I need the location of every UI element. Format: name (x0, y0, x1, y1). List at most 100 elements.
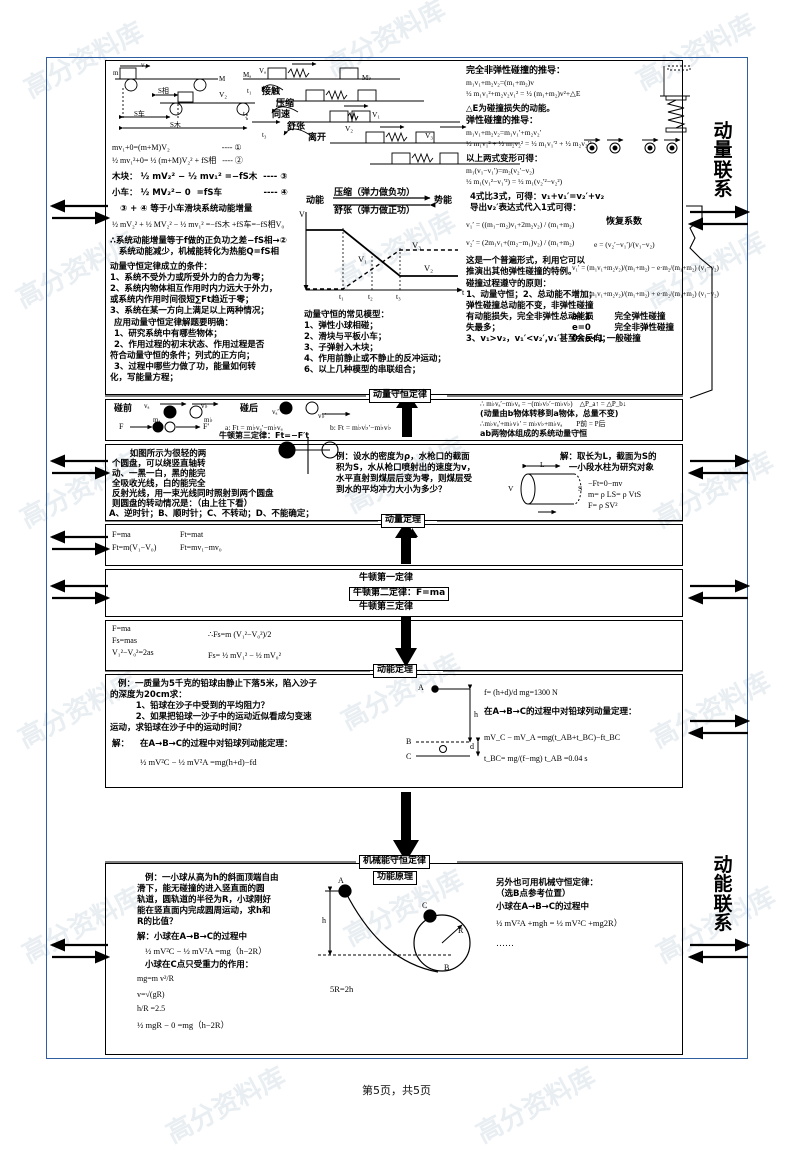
work-energy-derivation-1: ∴Fs=m (V₁²−V₀²)/2 (208, 630, 272, 639)
loop-question-line: 轨道，圆轨道的半径为R，小球刚好 (137, 895, 272, 905)
connector-label-impulse-theorem[interactable]: 动量定理 (381, 514, 426, 528)
principle-item: 有动能损失，完全非弹性总动能损 (466, 312, 594, 322)
loop-right-line: …… (496, 938, 514, 948)
apply-title: 应用动量守恒定律解题要明确： (114, 318, 234, 328)
restitution-case: 0<e<1 一般碰撞 (572, 334, 641, 344)
newton-first-law: 牛顿第一定律 (359, 573, 414, 583)
disk-question-line: 个圆盘，可以绕竖直轴转 (112, 459, 206, 469)
restitution-formula-2: v₂′ = (m₁v₁+m₂v₂)/(m₁+m₂) + e·m₂/(m₁+m₂)… (572, 290, 719, 298)
loop-label-B: B (444, 963, 450, 972)
section2-right-note: ∴m♭vₐ′+m♭v♭′ = m♭v♭+m♭vₐ P前 = P后 (480, 420, 606, 428)
impulse-equation: Ft=mat (180, 530, 204, 539)
water-example-line: 积为S，水从枪口喷射出的速度为v， (336, 463, 476, 473)
loop-relation: 5R=2h (330, 984, 354, 994)
loop-solution-line: mg=m v²/R (137, 974, 174, 983)
label-va: vₐ (144, 402, 150, 410)
water-example-line: 例：设水的密度为ρ，水枪口的截面 (336, 452, 470, 462)
lead-ball-right-line: t_BC= mg/(f−mg) t_AB =0.04 s (484, 754, 588, 763)
diagram-label-compress: 压缩 (276, 99, 295, 109)
connector-label-work-energy-principle[interactable]: 功能原理 (373, 871, 418, 885)
loop-right-line: （选B点参考位置） (496, 889, 571, 899)
label-vb-prime: v♭′ (318, 412, 327, 420)
impulse-equation: F=ma (112, 530, 131, 539)
principle-item: 失最多； (466, 323, 501, 333)
model-item: 6、以上几种模型的串联组合； (304, 365, 421, 375)
lead-ball-label-h: h (474, 710, 478, 719)
connector-label-momentum-conservation[interactable]: 动量守恒定律 (369, 389, 432, 403)
loop-question-line: 能在竖直面内完成圆周运动，求h和 (137, 906, 271, 916)
restitution-definition: e = (v₂′−v₁′)/(v₁−v₂) (594, 240, 655, 249)
model-item: 1、弹性小球相碰； (304, 321, 378, 331)
derivation-title-inelastic: 完全非弹性碰撞的推导： (466, 66, 566, 76)
loop-question-line: 例：一小球从高为h的斜面顶端自由 (145, 873, 279, 883)
model-item: 3、子弹射入木块； (304, 343, 378, 353)
diagram-label-V1: V₁ (372, 110, 381, 119)
label-F: F (119, 422, 124, 431)
diagram-label-expand: 舒张 (287, 122, 306, 132)
side-label-restitution: 恢复系数 (606, 217, 643, 227)
loop-solution-line: v=√(gR) (137, 990, 165, 999)
loop-label-C: C (422, 901, 428, 910)
lead-ball-label-C: C (406, 752, 412, 761)
lead-ball-question-line: 1、铅球在沙子中受到的平均阻力？ (118, 701, 270, 711)
diagram-label-same-speed: 同速 (272, 110, 291, 120)
chart-tick-t3: t₃ (396, 292, 401, 301)
diagram-label-separate: 离开 (308, 133, 327, 143)
derivation-line: m₁v₁+m₂v₂=(m₁+m₂)v (466, 78, 534, 87)
water-solution-line: 解：取长为L，截面为S的 (560, 452, 657, 462)
condition-item: 或系统内作用时间很短∑Ft趋近于零； (110, 295, 254, 305)
apply-item: 2、作用过程的初末状态、作用过程是否 (114, 340, 265, 350)
lead-ball-label-B: B (406, 737, 412, 746)
cylinder-label-S: S (578, 484, 583, 493)
diagram-label-m: m (113, 69, 119, 77)
loop-label-A: A (338, 876, 344, 885)
energy-chain-compress: 压缩（弹力做负功） (334, 188, 416, 198)
loop-right-line: 另外也可用机械守恒定律： (496, 878, 599, 888)
diagram-vector-layer (49, 62, 751, 973)
section2-right-note: ∴ m♭vₐ′−m♭vₐ = −(m♭v♭′−m♭v♭) △P_a↑ = △P_… (480, 400, 627, 408)
water-solution-eq: −Ft=0−mv (588, 479, 623, 488)
loop-question-line: R的比值？ (137, 917, 178, 927)
water-solution-eq: F= ρ SV² (588, 501, 618, 510)
impulse-equation: Ft=m(V₁−V₀) (112, 543, 157, 552)
disk-question-line: 如图所示为很轻的两 (112, 449, 207, 459)
principles-title: 碰撞过程遵守的原则： (466, 279, 552, 289)
diagram-label-Ma: Mₐ (243, 71, 252, 79)
diagram-label-contact: 接触 (262, 87, 281, 97)
equation-3: 木块： ½ mV₂² − ½ mv₁² =−fS木 ---- ③ (112, 172, 288, 182)
diagram-label-V2b: V₂ (345, 124, 354, 133)
diagram-label-Mb: M♭ (362, 74, 372, 82)
connector-label-kinetic-energy-theorem[interactable]: 动能定理 (373, 664, 418, 678)
derivation-line: m₁v₁+m₂v₂=m₁v₁′+m₂v₂′ (466, 128, 542, 137)
principle-item: 弹性碰撞总动能不变，非弹性碰撞 (466, 301, 594, 311)
section2-right-note: (动量由b物体转移到a物体，总量不变) (480, 409, 619, 418)
principle-item: 3、v₁>v₂，v₁′<v₂′,v₁′甚至会反向； (466, 334, 611, 344)
lead-ball-solution-eq: ½ mV²C − ½ mV²A =mg(h+d)−fd (140, 757, 257, 767)
energy-chain-expand: 舒张（弹力做正功） (334, 206, 416, 216)
derivation-line: ½ m₁v₁²+m₂v₂v₁² = ½ (m₁+m₂)v²+△E (466, 89, 581, 98)
apply-item: 化，写能量方程； (110, 373, 179, 383)
derivation-line: 导出v₂′表达式代入1式可得： (470, 203, 581, 213)
diagram-label-V3: V₃ (425, 131, 434, 140)
water-solution-line: 一小段水柱为研究对象 (560, 463, 654, 473)
models-title: 动量守恒的常见模型： (304, 310, 390, 320)
condition-item: 2、系统内物体相互作用时内力远大于外力， (110, 284, 278, 294)
diagram-label-t2: t₂ (243, 110, 248, 118)
principle-item: 1、动量守恒；2、总动能不增加； (466, 290, 597, 300)
lead-ball-right-line: f= (h+d)/d mg=1300 N (484, 688, 558, 697)
lead-ball-question-line: 运动，求铅球在沙子中的运动时间？ (110, 723, 247, 733)
chart-series-V2: V₂ (424, 263, 434, 273)
connector-label-mech-energy-conservation[interactable]: 机械能守恒定律 (359, 855, 431, 869)
condition-item: 1、系统不受外力或所受外力的合力为零； (110, 273, 269, 283)
derivation-title-elastic: 弹性碰撞的推导： (466, 116, 539, 126)
diagram-label-V2a: V₂ (219, 90, 228, 99)
water-solution-eq: m= ρ LS= ρ VtS (588, 490, 642, 499)
chart-x-axis-label: t (462, 288, 465, 297)
water-example-line: 到水的平均冲力大小为多少？ (336, 485, 447, 495)
label-after-collision: 碰后 (240, 404, 259, 414)
condition-item: 3、系统在某一方向上满足以上两种情况； (110, 306, 269, 316)
diagram-label-v1: v₁ (141, 61, 147, 69)
velocity-formula-v2: v₂′ = (2m₁v₁+(m₂−m₁)v₂) / (m₁+m₂) (466, 238, 575, 247)
derivation-line: 4式比3式，可得：v₁+v₁′=v₂′+v₂ (470, 192, 605, 202)
newton-second-law-label: 牛顿第二定律：F=ma (349, 587, 450, 601)
